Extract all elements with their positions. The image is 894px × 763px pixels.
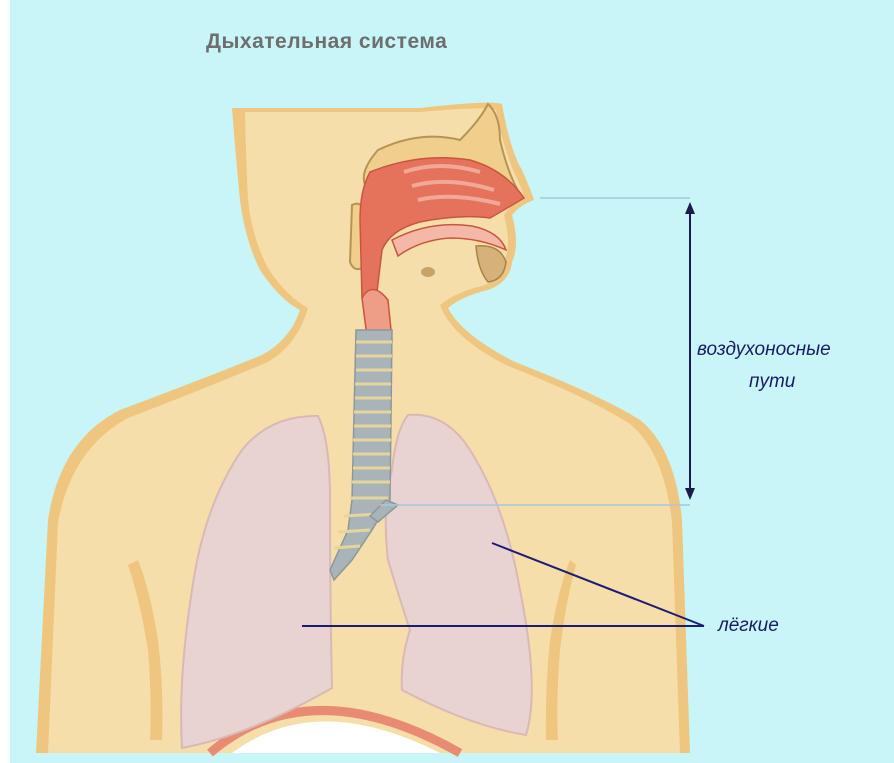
diagram-title: Дыхательная система — [206, 30, 447, 54]
hyoid — [421, 267, 435, 277]
lungs-label: лёгкие — [718, 615, 779, 637]
airways-label-line2: пути — [697, 366, 887, 398]
airways-label-line1: воздухоносные — [697, 334, 887, 366]
airways-label: воздухоносные пути — [697, 334, 887, 398]
